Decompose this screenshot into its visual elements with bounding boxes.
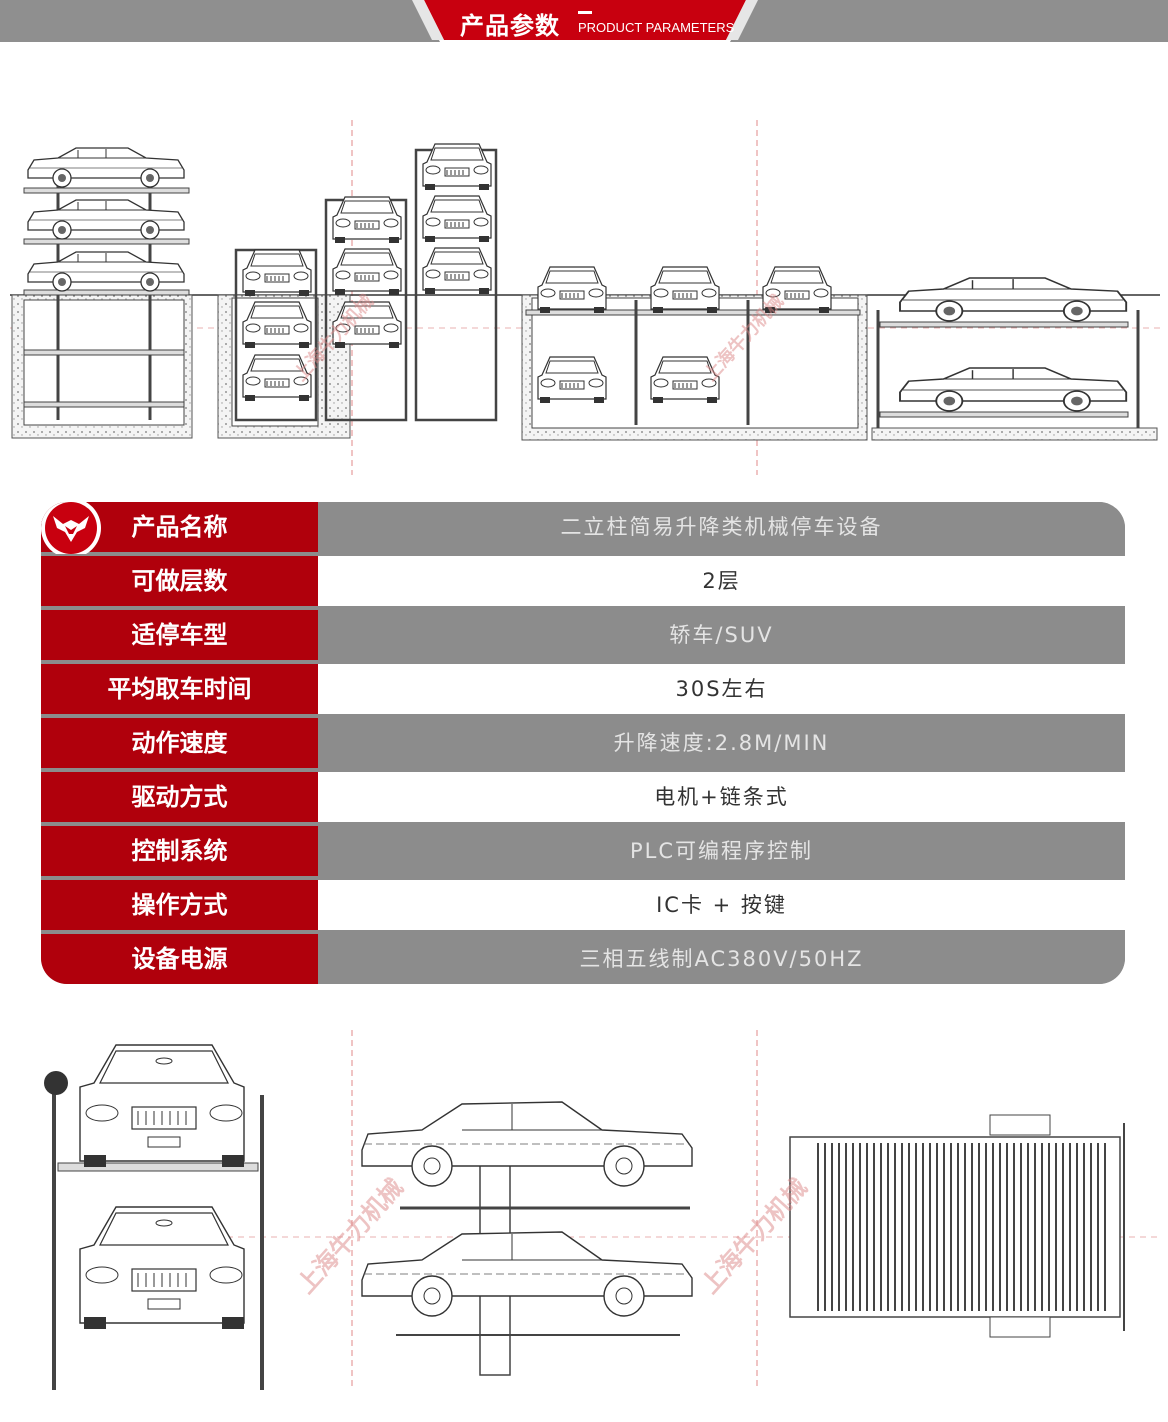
param-row: 产品名称 二立柱简易升降类机械停车设备 — [41, 502, 1125, 552]
param-row: 平均取车时间 30S左右 — [41, 664, 1125, 714]
param-value: PLC可编程序控制 — [318, 826, 1125, 876]
param-label: 操作方式 — [41, 880, 318, 930]
param-value: 2层 — [318, 556, 1125, 606]
param-label: 可做层数 — [41, 556, 318, 606]
param-label: 设备电源 — [41, 934, 318, 984]
param-label: 控制系统 — [41, 826, 318, 876]
param-row: 设备电源 三相五线制AC380V/50HZ — [41, 934, 1125, 984]
param-row: 驱动方式 电机+链条式 — [41, 772, 1125, 822]
banner-ribbon — [412, 0, 758, 42]
param-value: 轿车/SUV — [318, 610, 1125, 660]
lift-detail-illustration: 上海牛力机械 上海牛力机械 — [44, 1030, 1160, 1390]
bull-head-icon — [41, 502, 101, 554]
param-value: 二立柱简易升降类机械停车设备 — [318, 502, 1125, 552]
param-label: 适停车型 — [41, 610, 318, 660]
param-value: 电机+链条式 — [318, 772, 1125, 822]
param-row: 控制系统 PLC可编程序控制 — [41, 826, 1125, 876]
param-label: 驱动方式 — [41, 772, 318, 822]
parking-types-illustration: 上海牛力机械 上海牛力机械 — [10, 120, 1160, 475]
banner-subtitle: PRODUCT PARAMETERS — [578, 20, 735, 35]
param-row: 操作方式 IC卡 + 按键 — [41, 880, 1125, 930]
param-row: 可做层数 2层 — [41, 556, 1125, 606]
param-row: 适停车型 轿车/SUV — [41, 610, 1125, 660]
param-value: 升降速度:2.8M/MIN — [318, 718, 1125, 768]
param-value: IC卡 + 按键 — [318, 880, 1125, 930]
param-row: 动作速度 升降速度:2.8M/MIN — [41, 718, 1125, 768]
param-label: 动作速度 — [41, 718, 318, 768]
param-label: 平均取车时间 — [41, 664, 318, 714]
param-value: 30S左右 — [318, 664, 1125, 714]
banner-title: 产品参数 — [460, 12, 560, 40]
header-banner: 产品参数 PRODUCT PARAMETERS — [0, 0, 1168, 42]
param-value: 三相五线制AC380V/50HZ — [318, 934, 1125, 984]
parameter-table: 产品名称 二立柱简易升降类机械停车设备 可做层数 2层 适停车型 轿车/SUV … — [41, 502, 1125, 984]
